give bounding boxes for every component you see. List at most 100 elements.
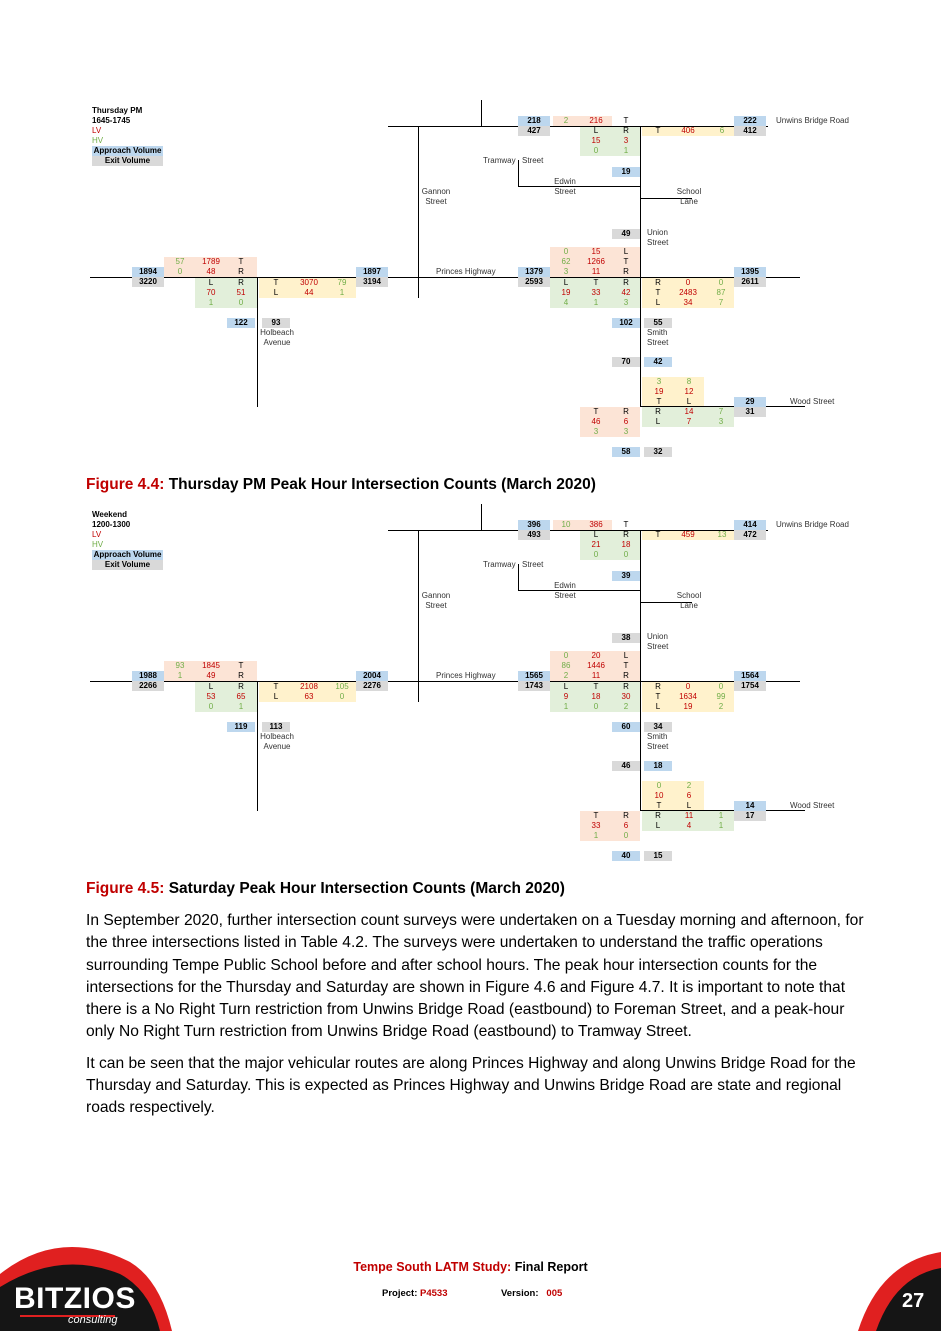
princes-e-east-left: L	[655, 702, 661, 711]
figure-4-5-caption: Figure 4.5: Saturday Peak Hour Intersect…	[86, 880, 565, 897]
street-label-tramway-street: Street	[522, 560, 544, 569]
road-line	[640, 198, 692, 199]
wood-west-through: T	[593, 407, 599, 416]
princes-west-right: R	[238, 267, 244, 276]
street-label-smith-street: Street	[647, 742, 669, 751]
unwins-north-through: T	[623, 520, 629, 529]
unwins-lv-right: 18	[621, 540, 631, 549]
holbeach-right: R	[238, 682, 244, 691]
count-tint-block	[580, 126, 640, 156]
count-tint-block	[642, 377, 704, 407]
princes-e-through: T	[623, 257, 629, 266]
unwins-lv-left: 21	[591, 540, 601, 549]
princes-east-lv-left: 44	[304, 288, 314, 297]
street-label-school-lane: Lane	[680, 601, 698, 610]
holbeach-hv-left: 0	[208, 702, 214, 711]
legend-approach-volume: Approach Volume	[92, 550, 163, 560]
unwins-hv-right: 1	[623, 146, 629, 155]
princes-west-hv-through: 93	[175, 661, 185, 670]
princes-e-east-exit: 2611	[734, 277, 766, 287]
princes-e-right: R	[623, 267, 629, 276]
wood-hv-left: 0	[656, 781, 662, 790]
road-line	[640, 810, 805, 811]
princes-east-exit: 3194	[356, 277, 388, 287]
street-label-wood: Wood Street	[790, 397, 835, 406]
legend-hv: HV	[92, 136, 104, 145]
princes-e-east-hv-right: 0	[718, 682, 724, 691]
princes-east-exit: 2276	[356, 681, 388, 691]
legend-period: Weekend	[92, 510, 127, 519]
wood-left: L	[686, 397, 692, 406]
wood-through: T	[656, 801, 662, 810]
princes-e-west-approach: 1379	[518, 267, 550, 277]
holbeach-hv-left: 1	[208, 298, 214, 307]
unwins-north-exit: 493	[518, 530, 550, 540]
holbeach-lv-right: 65	[236, 692, 246, 701]
street-label-tramway: Tramway	[483, 156, 516, 165]
count-tint-block	[259, 278, 356, 298]
princes-west-approach: 1894	[132, 267, 164, 277]
count-tint-block	[553, 520, 612, 530]
unwins-north-exit: 427	[518, 126, 550, 136]
wood-hv-left: 3	[656, 377, 662, 386]
princes-e-lv-right: 11	[591, 671, 601, 680]
smith-hv-through: 0	[593, 702, 599, 711]
princes-west-exit: 3220	[132, 277, 164, 287]
princes-e-west-approach: 1565	[518, 671, 550, 681]
unwins-hv-left: 0	[593, 550, 599, 559]
smith-lv-through: 33	[591, 288, 601, 297]
wood-through: T	[656, 397, 662, 406]
princes-e-west-exit: 2593	[518, 277, 550, 287]
unwins-east-through: T	[655, 126, 661, 135]
unwins-hv-right: 0	[623, 550, 629, 559]
page-corner-black	[876, 1268, 941, 1331]
unwins-east-hv: 13	[717, 530, 727, 539]
wood-east-hv-left: 1	[718, 821, 724, 830]
page-footer: BITZIOS consulting Tempe South LATM Stud…	[0, 1232, 941, 1331]
street-label-wood: Wood Street	[790, 801, 835, 810]
wood-east-lv-right: 14	[684, 407, 694, 416]
wood-west-lv-right: 6	[623, 821, 629, 830]
smith-hv-through: 1	[593, 298, 599, 307]
holbeach-right: R	[238, 278, 244, 287]
wood-east-right: R	[655, 811, 661, 820]
princes-e-lv-left: 15	[591, 247, 601, 256]
road-line	[640, 530, 641, 810]
wood-east-hv-left: 3	[718, 417, 724, 426]
princes-e-left: L	[623, 247, 629, 256]
unwins-hv-left: 0	[593, 146, 599, 155]
wood-east-right: R	[655, 407, 661, 416]
unwins-east-hv: 6	[719, 126, 725, 135]
legend-time: 1200-1300	[92, 520, 131, 529]
princes-e-east-through: T	[655, 692, 661, 701]
smith-exit: 70	[612, 357, 640, 367]
wood-west-right: R	[623, 407, 629, 416]
wood-hv-right: 2	[686, 781, 692, 790]
road-line	[518, 590, 640, 591]
wood-west-through: T	[593, 811, 599, 820]
road-line	[640, 126, 641, 406]
smith-hv-left: 1	[563, 702, 569, 711]
princes-e-east-right: R	[655, 682, 661, 691]
smith-left: L	[563, 278, 569, 287]
street-label-union-street: Street	[647, 642, 669, 651]
princes-e-hv-left: 0	[563, 247, 569, 256]
smith-hv-right: 2	[623, 702, 629, 711]
wood-east-lv-left: 4	[686, 821, 692, 830]
street-label-holbeach: Holbeach	[260, 328, 294, 337]
holbeach-left: L	[208, 682, 214, 691]
wood-east-approach: 14	[734, 801, 766, 811]
count-tint-block	[642, 781, 704, 811]
princes-west-hv-through: 57	[175, 257, 185, 266]
legend-hv: HV	[92, 540, 104, 549]
smith-lv-through: 18	[591, 692, 601, 701]
count-tint-block	[550, 278, 640, 308]
princes-west-lv-through: 1845	[202, 661, 220, 670]
unwins-north-through: T	[623, 116, 629, 125]
road-line	[418, 530, 419, 702]
smith-left: L	[563, 682, 569, 691]
count-tint-block	[580, 811, 640, 841]
wood-east-left: L	[655, 821, 661, 830]
street-label-gannon-street: Street	[425, 601, 447, 610]
legend-lv: LV	[92, 530, 102, 539]
